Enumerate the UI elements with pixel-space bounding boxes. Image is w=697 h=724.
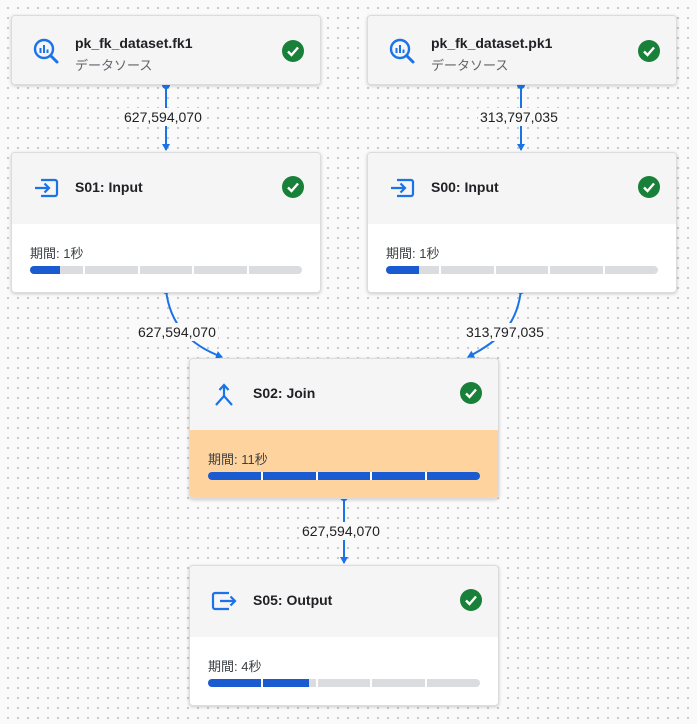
edge-label-s01-s02: 627,594,070 xyxy=(136,323,218,341)
progress-separator xyxy=(424,472,427,480)
progress-separator xyxy=(83,266,86,274)
stage-node-s00[interactable]: S00: Input 期間: 1秒 xyxy=(367,152,677,293)
progress-fill xyxy=(30,266,60,274)
stage-duration: 期間: 1秒 xyxy=(386,246,440,261)
stage-duration: 期間: 4秒 xyxy=(208,659,262,674)
source-node-pk1[interactable]: pk_fk_dataset.pk1 データソース xyxy=(367,15,677,85)
stage-progress-bar xyxy=(208,472,480,480)
stage-title: S05: Output xyxy=(253,592,333,608)
progress-separator xyxy=(424,679,427,687)
success-check-icon xyxy=(638,40,660,67)
progress-separator xyxy=(246,266,249,274)
success-check-icon xyxy=(282,40,304,67)
edge-label-pk1-s00: 313,797,035 xyxy=(478,108,560,126)
progress-separator xyxy=(493,266,496,274)
stage-progress-bar xyxy=(386,266,658,274)
progress-separator xyxy=(315,472,318,480)
progress-separator xyxy=(261,679,264,687)
progress-separator xyxy=(548,266,551,274)
progress-separator xyxy=(439,266,442,274)
edge-label-s00-s02: 313,797,035 xyxy=(464,323,546,341)
stage-node-s01[interactable]: S01: Input 期間: 1秒 xyxy=(11,152,321,293)
input-icon xyxy=(32,174,60,207)
success-check-icon xyxy=(282,176,304,203)
progress-fill xyxy=(386,266,419,274)
success-check-icon xyxy=(638,176,660,203)
progress-separator xyxy=(261,472,264,480)
progress-separator xyxy=(602,266,605,274)
output-icon xyxy=(210,587,238,620)
stage-title: S00: Input xyxy=(431,179,499,195)
source-subtitle: データソース xyxy=(431,58,509,73)
edge-label-s02-s05: 627,594,070 xyxy=(300,522,382,540)
progress-separator xyxy=(315,679,318,687)
success-check-icon xyxy=(460,589,482,616)
progress-separator xyxy=(192,266,195,274)
stage-duration: 期間: 1秒 xyxy=(30,246,84,261)
stage-progress-bar xyxy=(30,266,302,274)
source-title: pk_fk_dataset.pk1 xyxy=(431,35,553,51)
stage-title: S01: Input xyxy=(75,179,143,195)
source-title: pk_fk_dataset.fk1 xyxy=(75,35,193,51)
bigquery-icon xyxy=(32,37,60,70)
progress-separator xyxy=(137,266,140,274)
source-subtitle: データソース xyxy=(75,58,153,73)
stage-node-s02[interactable]: S02: Join 期間: 11秒 xyxy=(189,358,499,499)
progress-fill xyxy=(208,679,309,687)
progress-separator xyxy=(370,679,373,687)
success-check-icon xyxy=(460,382,482,409)
progress-separator xyxy=(370,472,373,480)
stage-title: S02: Join xyxy=(253,385,316,401)
stage-progress-bar xyxy=(208,679,480,687)
bigquery-icon xyxy=(388,37,416,70)
stage-duration: 期間: 11秒 xyxy=(208,452,268,467)
source-node-fk1[interactable]: pk_fk_dataset.fk1 データソース xyxy=(11,15,321,85)
progress-fill xyxy=(208,472,480,480)
join-icon xyxy=(210,380,238,413)
stage-node-s05[interactable]: S05: Output 期間: 4秒 xyxy=(189,565,499,706)
input-icon xyxy=(388,174,416,207)
edge-label-fk1-s01: 627,594,070 xyxy=(122,108,204,126)
